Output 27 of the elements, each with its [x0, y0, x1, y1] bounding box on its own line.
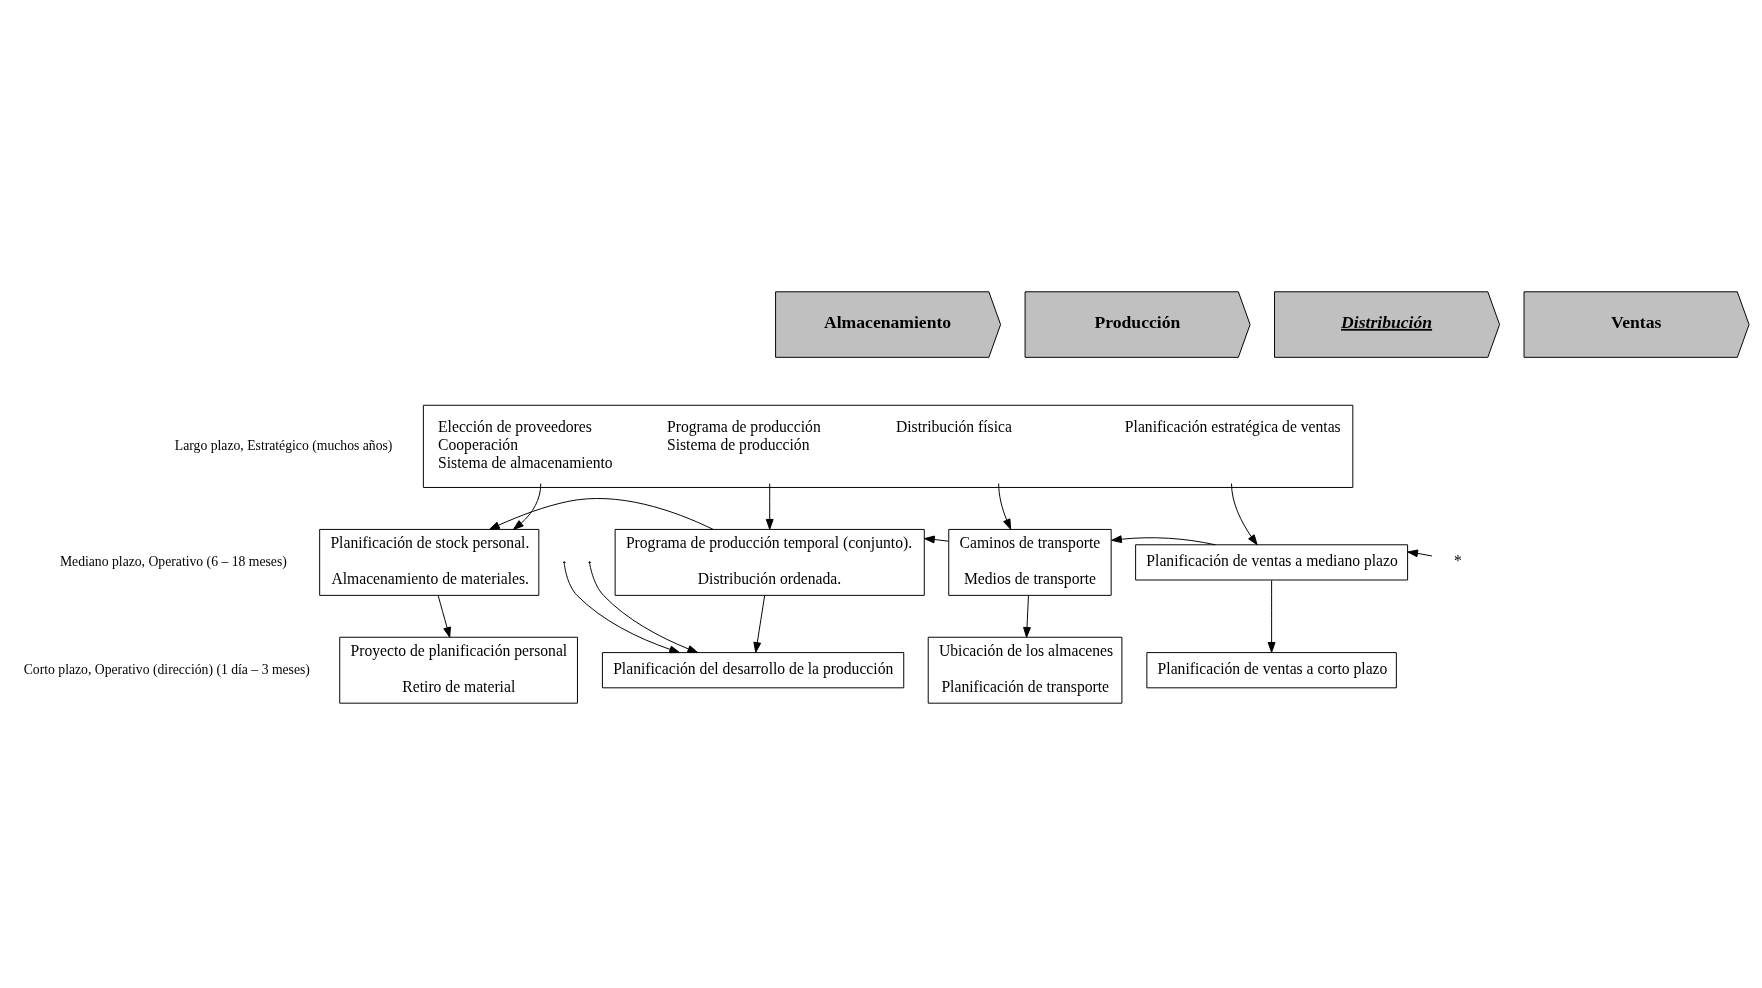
arrow	[1231, 482, 1258, 545]
label: Largo plazo, Estratégico (muchos años)	[174, 437, 393, 453]
arrow	[765, 482, 774, 530]
node-box: Planificación de stock personal. Almacenamiento de materiales.	[319, 528, 540, 596]
node-box: Proyecto de planificación personal Retiro de material	[339, 636, 578, 704]
arrow	[998, 482, 1012, 530]
arrow	[437, 594, 451, 638]
arrow	[489, 497, 714, 530]
node-box: Planificación de ventas a corto plazo	[1146, 651, 1397, 688]
node-text: *	[1454, 551, 1462, 569]
label: Corto plazo, Operativo (dirección) (1 día – 3 meses)	[23, 661, 310, 677]
node-box: Programa de producción temporal (conjunto). Distribución ordenada.	[614, 528, 925, 596]
node-box: Planificación del desarrollo de la producción	[601, 651, 905, 688]
node-box: Caminos de transporte Medios de transporte	[948, 528, 1112, 596]
arrow	[589, 562, 699, 653]
arrow	[1023, 594, 1031, 638]
node-box: Ubicación de los almacenes Planificación de transporte	[927, 636, 1123, 704]
arrow	[1111, 534, 1216, 545]
arrow	[563, 562, 680, 653]
node-box: Elección de proveedores Cooperación Sistema de almacenamiento Programa de producción Sistema de producción Distribución física Planificación estratégica de ventas	[422, 404, 1354, 488]
label: Mediano plazo, Operativo (6 – 18 meses)	[59, 553, 287, 569]
arrow	[753, 594, 766, 653]
arrow	[513, 482, 542, 530]
arrow	[1407, 548, 1433, 557]
node-box: Planificación de ventas a mediano plazo	[1135, 543, 1409, 580]
arrow	[1267, 579, 1276, 653]
arrow	[924, 535, 949, 543]
